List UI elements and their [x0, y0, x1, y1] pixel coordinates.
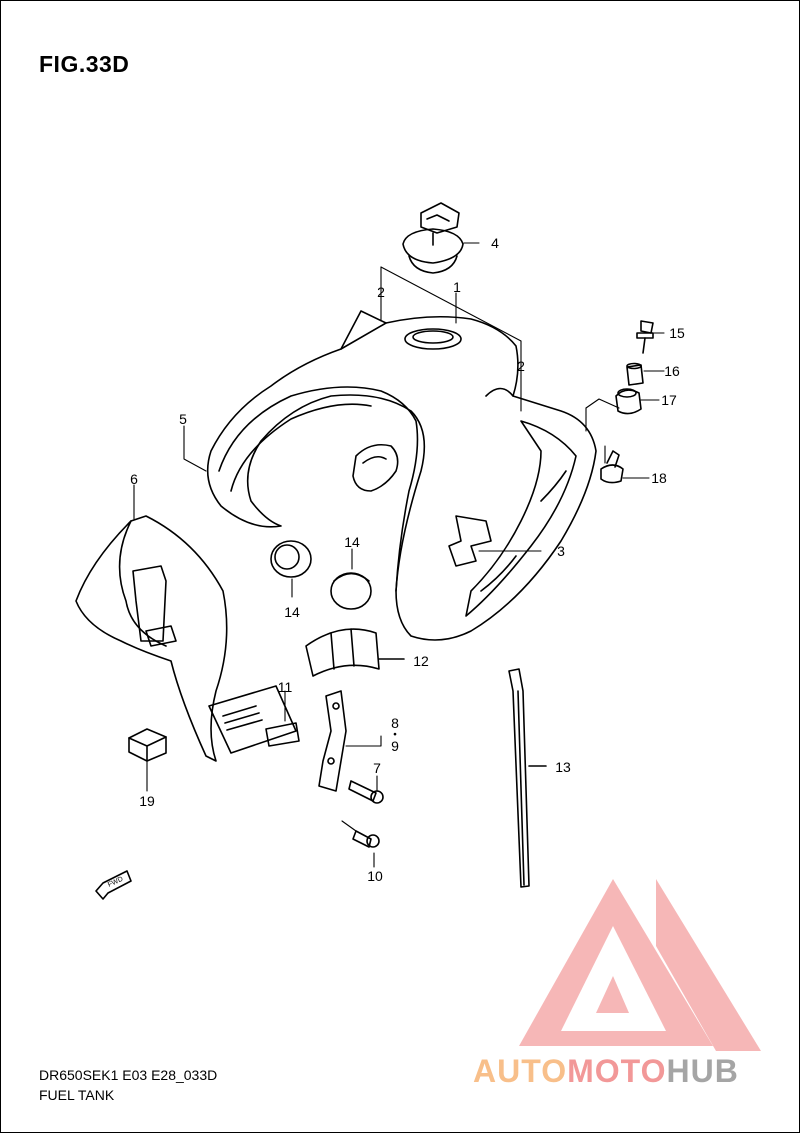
watermark-text: AUTOMOTOHUB [473, 1053, 739, 1090]
side-cover [75, 515, 300, 762]
fuel-cap [402, 202, 464, 274]
callout-13: 13 [555, 759, 571, 775]
callout-12: 12 [413, 653, 429, 669]
callout-7: 7 [373, 760, 381, 776]
callout-16: 17 [661, 392, 677, 408]
grommet-16 [615, 388, 642, 415]
callout-17: 16 [664, 363, 680, 379]
callout-10: 10 [367, 868, 383, 884]
collar-17 [626, 362, 644, 386]
callout-2-right: 2 [517, 358, 525, 374]
bolt-15 [636, 320, 654, 354]
callout-18: 18 [651, 470, 667, 486]
figure-title: FIG.33D [39, 51, 130, 77]
callout-separator-dot: • [393, 729, 397, 741]
callout-15: 15 [669, 325, 685, 341]
callout-8: 8 [391, 715, 399, 731]
callout-1: 1 [453, 279, 461, 295]
bracket [318, 690, 347, 792]
grommet-18 [600, 450, 624, 484]
callout-14-upper: 14 [344, 534, 360, 550]
callout-9: 9 [391, 738, 399, 754]
fwd-arrow: FWD [95, 870, 132, 900]
watermark-moto: MOTO [567, 1053, 667, 1089]
callout-2-left: 2 [377, 284, 385, 300]
watermark-hub: HUB [666, 1053, 739, 1089]
pad [128, 728, 167, 762]
figure-code: DR650SEK1 E03 E28_033D [39, 1067, 218, 1083]
callout-3: 3 [557, 543, 565, 559]
watermark-logo [519, 879, 761, 1051]
cushion [305, 628, 405, 677]
damper-14a [270, 540, 312, 578]
damper-14b [330, 572, 372, 610]
callout-14-lower: 14 [284, 604, 300, 620]
callout-11: 11 [277, 679, 293, 695]
fuel-tank [206, 310, 597, 641]
leader-lines [133, 242, 665, 868]
figure-caption: FUEL TANK [39, 1087, 115, 1103]
cable-tie [508, 668, 547, 888]
bolt-7 [348, 780, 384, 804]
callout-6: 6 [130, 471, 138, 487]
bolt-10 [352, 830, 380, 848]
callout-5: 5 [179, 411, 187, 427]
callout-19: 19 [139, 793, 155, 809]
watermark-auto: AUTO [473, 1053, 568, 1089]
callout-4: 4 [491, 235, 499, 251]
